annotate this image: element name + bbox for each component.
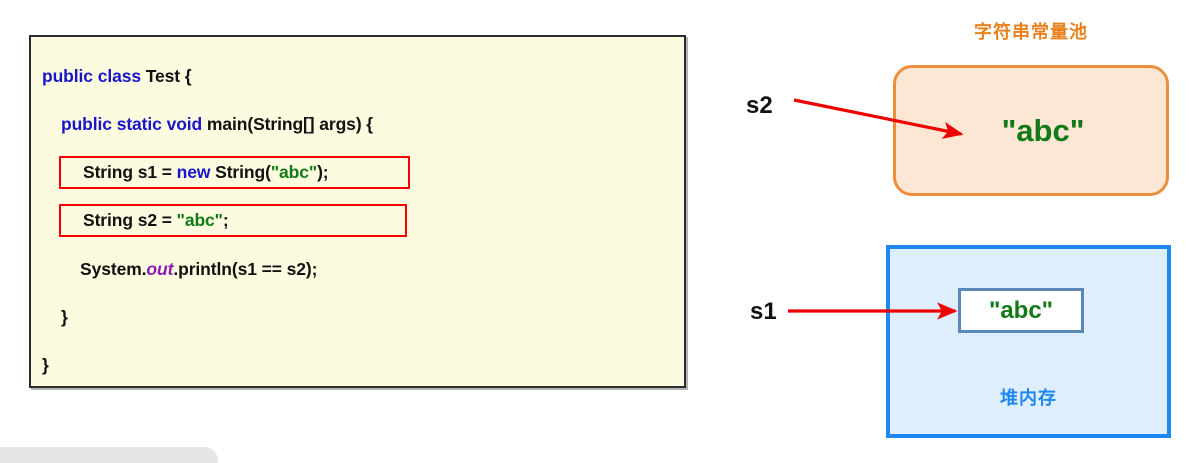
code-token-plain: System. <box>80 259 147 279</box>
heap-string-object-box: "abc" <box>958 288 1084 333</box>
heap-memory-box <box>886 245 1171 438</box>
code-token-plain: String s1 = <box>83 162 177 182</box>
code-line-5: System.out.println(s1 == s2); <box>80 259 317 280</box>
string-constant-pool-title: 字符串常量池 <box>974 22 1088 42</box>
heap-string-value: "abc" <box>988 296 1054 324</box>
code-line-4: String s2 = "abc"; <box>83 210 229 231</box>
code-token-plain: String s2 = <box>83 210 177 230</box>
code-token-string: "abc" <box>270 162 318 182</box>
code-token-keyword: new <box>176 162 216 182</box>
code-token-plain: } <box>61 307 68 327</box>
variable-label-s1: s1 <box>750 298 777 325</box>
code-token-plain: main(String[] args) { <box>206 114 374 134</box>
code-token-keyword: public class <box>42 66 146 86</box>
code-line-1: public class Test { <box>42 66 192 87</box>
code-line-7: } <box>42 355 49 376</box>
code-token-plain: } <box>42 355 49 375</box>
code-line-2: public static void main(String[] args) { <box>61 114 373 135</box>
pool-string-value: "abc" <box>1001 112 1085 148</box>
heap-memory-label: 堆内存 <box>1000 388 1057 408</box>
string-constant-pool-box: "abc" <box>893 65 1169 196</box>
code-token-plain: ; <box>222 210 229 230</box>
code-token-keyword: public static void <box>61 114 207 134</box>
variable-label-s2: s2 <box>746 92 773 119</box>
code-token-plain: String( <box>215 162 271 182</box>
bottom-left-tab-shape <box>0 447 218 463</box>
code-token-plain: ); <box>317 162 329 182</box>
code-token-field: out <box>146 259 174 279</box>
code-snippet-panel: public class Test { public static void m… <box>29 35 686 388</box>
highlight-box-s1-declaration <box>59 156 410 189</box>
code-token-string: "abc" <box>176 210 223 230</box>
code-line-6: } <box>61 307 68 328</box>
code-token-plain: Test { <box>145 66 192 86</box>
code-token-plain: .println(s1 == s2); <box>173 259 318 279</box>
highlight-box-s2-declaration <box>59 204 407 237</box>
code-line-3: String s1 = new String("abc"); <box>83 162 329 183</box>
